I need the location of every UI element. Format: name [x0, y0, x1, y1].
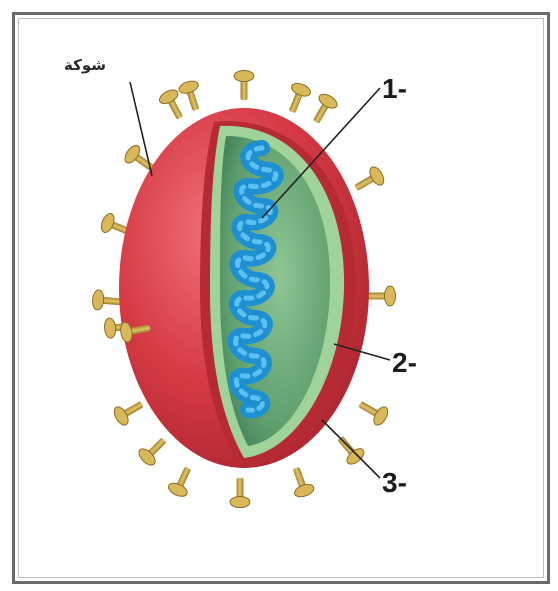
spike [136, 433, 171, 468]
spike [332, 432, 366, 467]
spike [287, 465, 316, 500]
label-1: 1- [382, 73, 407, 104]
spike [230, 478, 250, 508]
leader-line-3 [322, 420, 380, 478]
spike [234, 71, 254, 101]
spike [166, 464, 197, 499]
label-3: 3- [382, 467, 407, 498]
spike [366, 286, 396, 306]
spike [307, 91, 339, 127]
genome [235, 148, 275, 410]
spike [111, 395, 147, 427]
spike [355, 395, 391, 427]
label-2: 2- [392, 347, 417, 378]
spike [351, 165, 387, 197]
label-spike: شوكة [64, 56, 106, 74]
spike [92, 289, 123, 311]
spike [283, 81, 313, 116]
spike [177, 79, 205, 113]
